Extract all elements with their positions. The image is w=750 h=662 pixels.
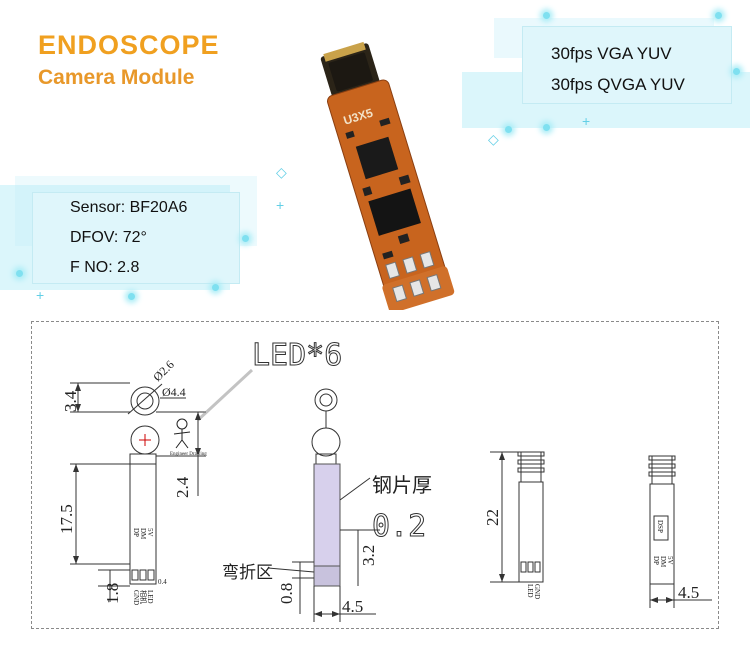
pin-label: 5V xyxy=(146,528,154,537)
sparkle-icon: + xyxy=(36,287,45,303)
dim-3-4: 3.4 xyxy=(61,390,80,412)
glow-dot xyxy=(16,270,23,277)
glow-dot xyxy=(242,235,249,242)
dim-4-5-right: 4.5 xyxy=(678,583,699,602)
spec-vga: 30fps VGA YUV xyxy=(551,44,672,63)
pin-label: GND xyxy=(132,590,140,605)
product-subtitle: Camera Module xyxy=(38,66,195,89)
pin-label: LED xyxy=(146,590,154,604)
pin-label: DM xyxy=(139,528,147,540)
dim-1-8: 1.8 xyxy=(103,583,122,604)
spec-qvga: 30fps QVGA YUV xyxy=(551,75,685,94)
glow-dot xyxy=(733,68,740,75)
engineer-stamp-text: Engineer Drawing xyxy=(170,452,207,457)
dim-0-4: 0.4 xyxy=(158,578,167,586)
dim-17-5: 17.5 xyxy=(57,504,76,534)
pin-label: 5V xyxy=(666,556,674,565)
glow-dot xyxy=(212,284,219,291)
sparkle-icon: ◇ xyxy=(276,164,287,180)
sparkle-icon: + xyxy=(276,197,285,213)
glow-dot xyxy=(543,12,550,19)
dim-2-4: 2.4 xyxy=(173,476,192,498)
glow-dot xyxy=(505,126,512,133)
drawing-frame xyxy=(31,321,719,629)
led-label: LED*6 xyxy=(252,338,342,373)
sparkle-icon: + xyxy=(582,113,591,129)
sparkle-icon: ◇ xyxy=(488,131,499,147)
glow-dot xyxy=(128,293,135,300)
spec-card-left xyxy=(32,192,240,284)
module-photo: U3X5 xyxy=(320,41,455,310)
dim-22: 22 xyxy=(483,509,502,526)
pin-label: 相机 xyxy=(139,590,148,604)
product-title: ENDOSCOPE xyxy=(38,30,220,60)
pin-label: DP xyxy=(132,528,140,537)
dsp-label: DSP xyxy=(656,520,664,533)
dim-phi-4-4: Ø4.4 xyxy=(162,385,186,399)
steel-thickness-value: 0.2 xyxy=(372,509,426,544)
dim-phi-2-6: Ø2.6 xyxy=(150,357,177,384)
dim-3-2: 3.2 xyxy=(359,545,378,566)
glow-dot xyxy=(715,12,722,19)
steel-thickness-label: 钢片厚 xyxy=(372,473,432,497)
dim-0-8: 0.8 xyxy=(277,583,296,604)
engineer-stamp-icon xyxy=(173,418,191,449)
pin-label: DM xyxy=(659,556,667,568)
spec-dfov: DFOV: 72° xyxy=(70,229,147,246)
pin-label: DP xyxy=(652,556,660,565)
bend-area-label: 弯折区 xyxy=(222,563,273,583)
spec-sensor: Sensor: BF20A6 xyxy=(70,199,188,216)
pin-label: GND xyxy=(533,584,541,599)
pin-label: LED xyxy=(526,584,534,598)
glow-dot xyxy=(543,124,550,131)
dim-4-5-middle: 4.5 xyxy=(342,597,363,616)
spec-card-right xyxy=(522,26,732,104)
spec-fno: F NO: 2.8 xyxy=(70,259,140,276)
